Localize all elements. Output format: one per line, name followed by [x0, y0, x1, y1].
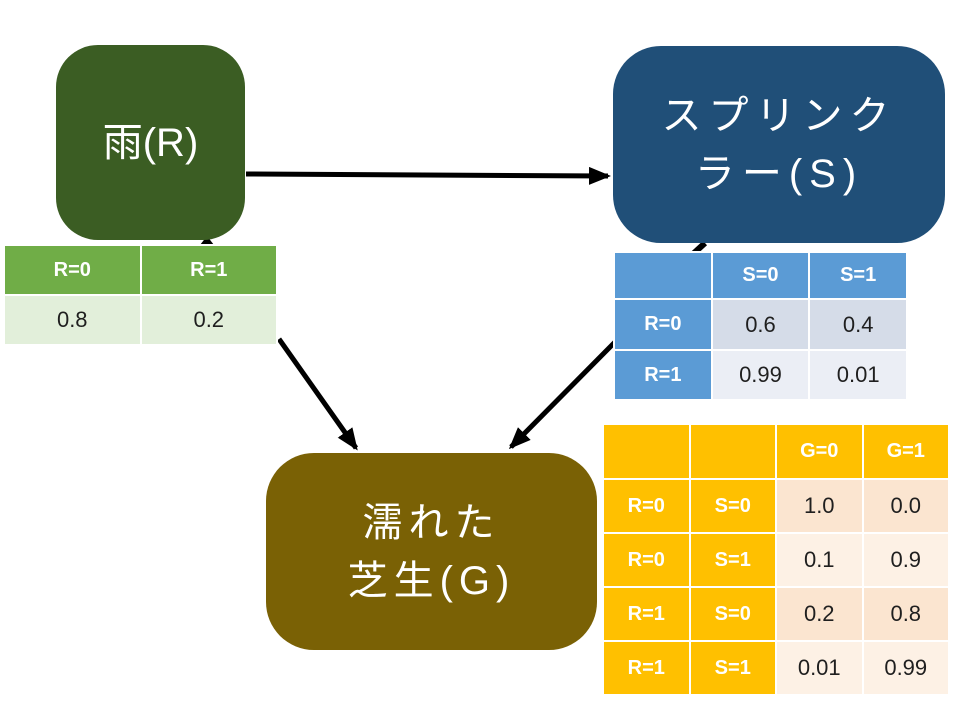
- grass-cpt-rowheader-s: S=1: [688, 532, 777, 588]
- table-row: S=0 S=1: [613, 251, 908, 300]
- arrow-rain-to-wet-grass: [276, 337, 359, 451]
- sprinkler-cpt-value: 0.99: [710, 349, 811, 401]
- table-row: R=1 S=1 0.01 0.99: [602, 640, 950, 696]
- sprinkler-cpt-table: S=0 S=1 R=0 0.6 0.4 R=1 0.99 0.01: [613, 251, 908, 401]
- sprinkler-cpt-header-s0: S=0: [710, 251, 811, 300]
- arrow-sprinkler-to-wet-grass: [508, 339, 618, 450]
- table-row: R=1 S=0 0.2 0.8: [602, 586, 950, 642]
- grass-cpt-rowheader-s: S=0: [688, 478, 777, 534]
- table-row: R=0 0.6 0.4: [613, 298, 908, 351]
- grass-cpt-rowheader-s: S=0: [688, 586, 777, 642]
- arrow-rain-to-sprinkler: [245, 166, 611, 185]
- node-rain-label: 雨(R): [102, 120, 199, 165]
- sprinkler-cpt-header-s1: S=1: [808, 251, 908, 300]
- rain-cpt-header-r0: R=0: [3, 244, 142, 296]
- table-row: R=1 0.99 0.01: [613, 349, 908, 401]
- rain-cpt-header-r1: R=1: [139, 244, 278, 296]
- table-row: R=0 R=1: [3, 244, 278, 296]
- table-row: G=0 G=1: [602, 423, 950, 480]
- table-row: R=0 S=0 1.0 0.0: [602, 478, 950, 534]
- sprinkler-cpt-value: 0.4: [808, 298, 908, 351]
- sprinkler-cpt-rowheader-r1: R=1: [613, 349, 713, 401]
- rain-cpt-value-r0: 0.8: [3, 294, 142, 346]
- grass-cpt-value: 1.0: [775, 478, 864, 534]
- rain-cpt-table: R=0 R=1 0.8 0.2: [3, 244, 278, 346]
- sprinkler-cpt-value: 0.6: [710, 298, 811, 351]
- grass-cpt-corner-cell: [602, 423, 691, 480]
- grass-cpt-header-g1: G=1: [861, 423, 950, 480]
- grass-cpt-rowheader-r: R=0: [602, 532, 691, 588]
- grass-cpt-rowheader-s: S=1: [688, 640, 777, 696]
- sprinkler-cpt-corner-cell: [613, 251, 713, 300]
- node-sprinkler-label-line2: ラー(S): [694, 151, 864, 196]
- grass-cpt-header-g0: G=0: [775, 423, 864, 480]
- sprinkler-cpt-rowheader-r0: R=0: [613, 298, 713, 351]
- node-wet-grass-label-line1: 濡れた: [362, 500, 501, 545]
- grass-cpt-rowheader-r: R=0: [602, 478, 691, 534]
- node-sprinkler-label-line1: スプリンク: [661, 93, 897, 138]
- grass-cpt-table: G=0 G=1 R=0 S=0 1.0 0.0 R=0 S=1 0.1 0.9 …: [602, 423, 950, 696]
- grass-cpt-value: 0.1: [775, 532, 864, 588]
- sprinkler-cpt-value: 0.01: [808, 349, 908, 401]
- node-wet-grass-label-line2: 芝生(G): [347, 558, 516, 603]
- node-wet-grass: 濡れた 芝生(G): [266, 453, 597, 650]
- grass-cpt-rowheader-r: R=1: [602, 586, 691, 642]
- node-rain: 雨(R): [56, 45, 245, 240]
- grass-cpt-value: 0.0: [861, 478, 950, 534]
- grass-cpt-value: 0.9: [861, 532, 950, 588]
- node-sprinkler: スプリンク ラー(S): [613, 46, 945, 243]
- table-row: R=0 S=1 0.1 0.9: [602, 532, 950, 588]
- grass-cpt-rowheader-r: R=1: [602, 640, 691, 696]
- grass-cpt-corner-cell: [688, 423, 777, 480]
- grass-cpt-value: 0.01: [775, 640, 864, 696]
- grass-cpt-value: 0.2: [775, 586, 864, 642]
- grass-cpt-value: 0.8: [861, 586, 950, 642]
- rain-cpt-value-r1: 0.2: [139, 294, 278, 346]
- table-row: 0.8 0.2: [3, 294, 278, 346]
- grass-cpt-value: 0.99: [861, 640, 950, 696]
